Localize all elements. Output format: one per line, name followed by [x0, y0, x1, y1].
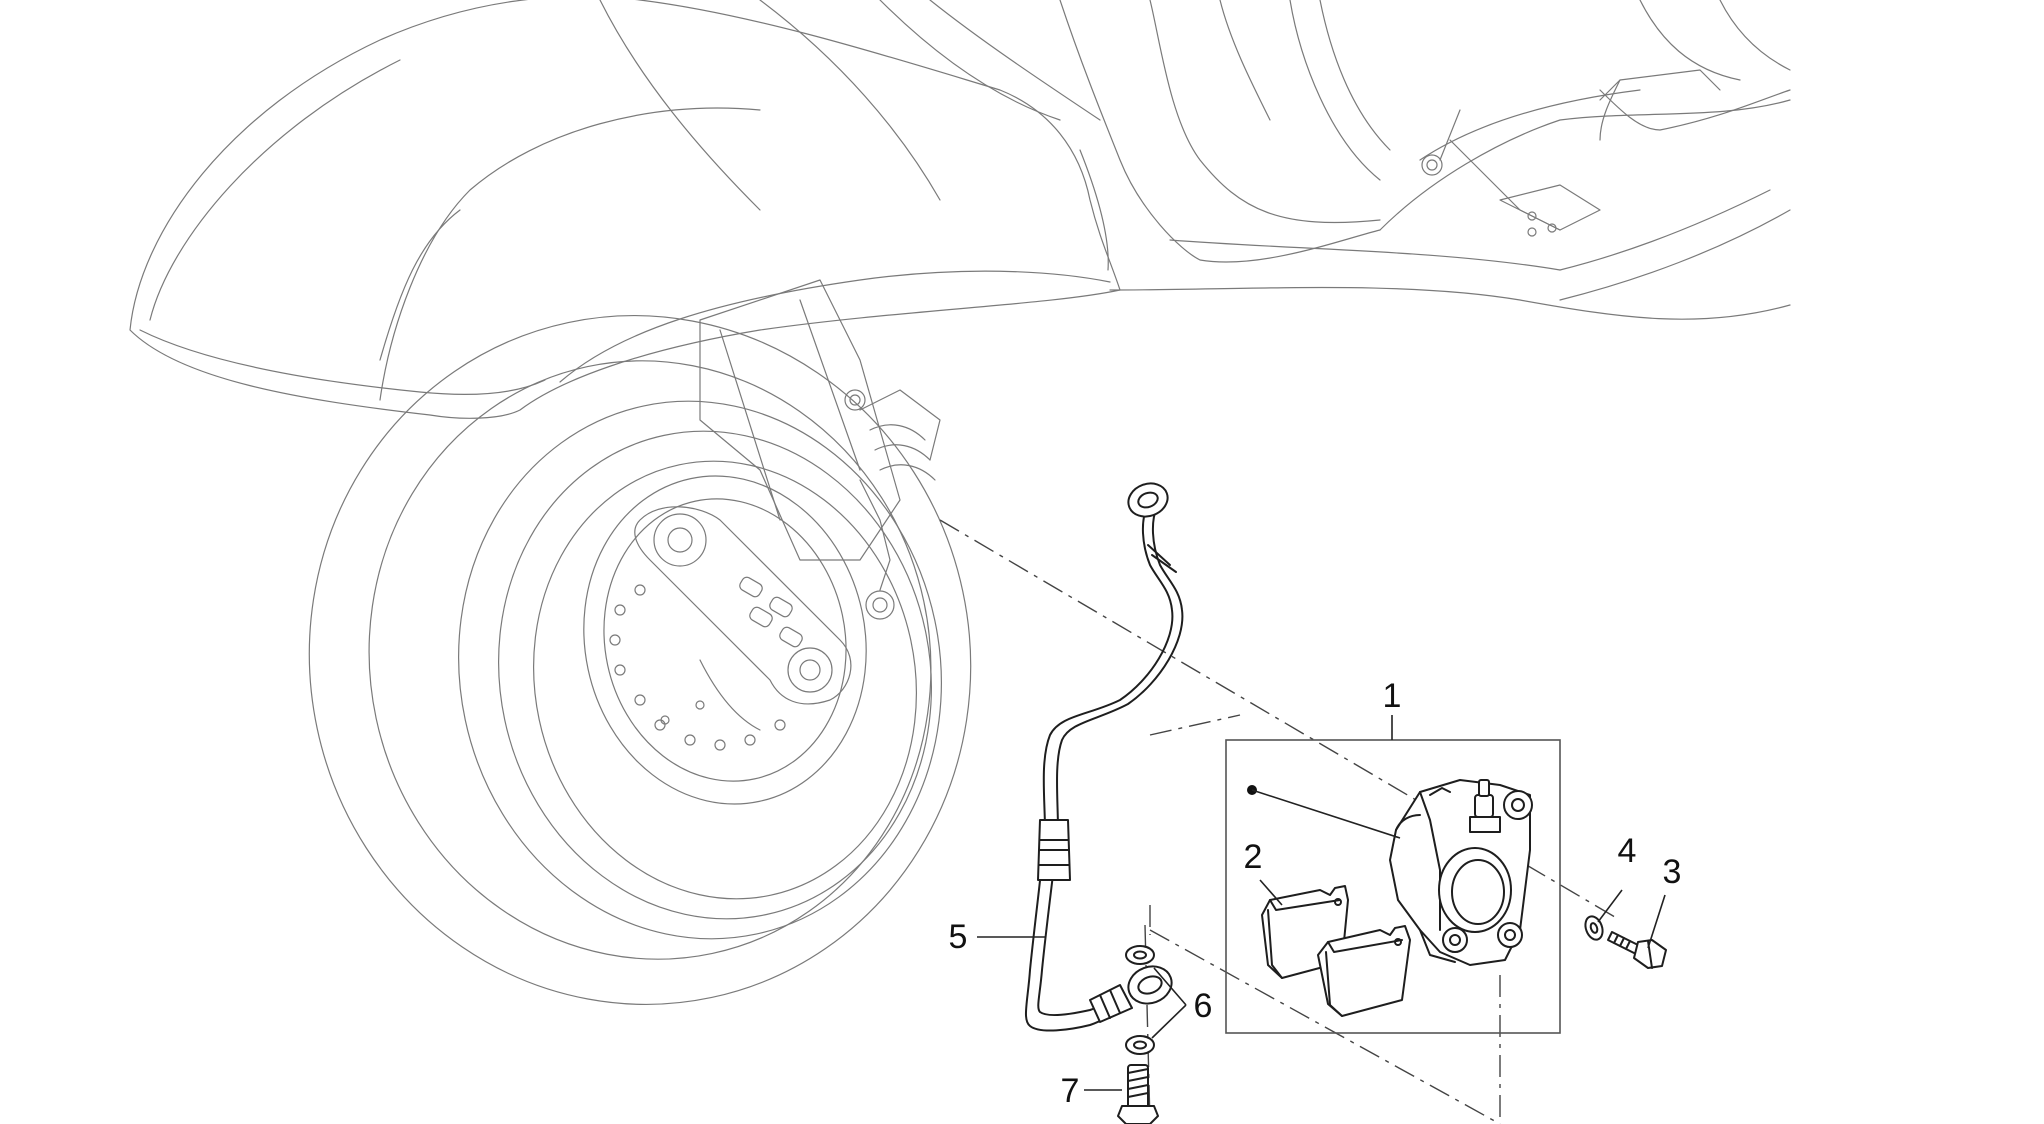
- callout-2: 2: [1244, 838, 1263, 876]
- front-wheel: [308, 279, 972, 1005]
- callout-labels: 1 2 3 4 5 6 7: [949, 677, 1682, 1110]
- washers-part-6: [1125, 945, 1155, 1055]
- caliper-kit-box: [1225, 739, 1561, 1034]
- brake-caliper-assembly: [1389, 779, 1533, 966]
- callout-3: 3: [1663, 853, 1682, 891]
- callout-4: 4: [1618, 832, 1637, 870]
- callout-1: 1: [1383, 677, 1402, 715]
- swing-link: [634, 506, 852, 705]
- leader-lines: [977, 715, 1666, 1091]
- washer-part-4: [1584, 915, 1604, 941]
- scooter-body-outline: [129, 0, 1791, 419]
- disc-holes: [609, 584, 786, 751]
- brake-disc: [583, 475, 867, 805]
- callout-5: 5: [949, 918, 968, 956]
- front-fender: [129, 0, 1121, 419]
- callout-6: 6: [1194, 987, 1213, 1025]
- bolt-part-3: [1607, 931, 1667, 969]
- fork-leg: [699, 279, 901, 561]
- brake-pads-part-2: [1261, 885, 1411, 1017]
- callout-7: 7: [1061, 1072, 1080, 1110]
- banjo-bolt-part-7: [1117, 1064, 1159, 1124]
- brake-hose-part-5: [1024, 482, 1184, 1032]
- tyre-outer: [308, 315, 972, 1005]
